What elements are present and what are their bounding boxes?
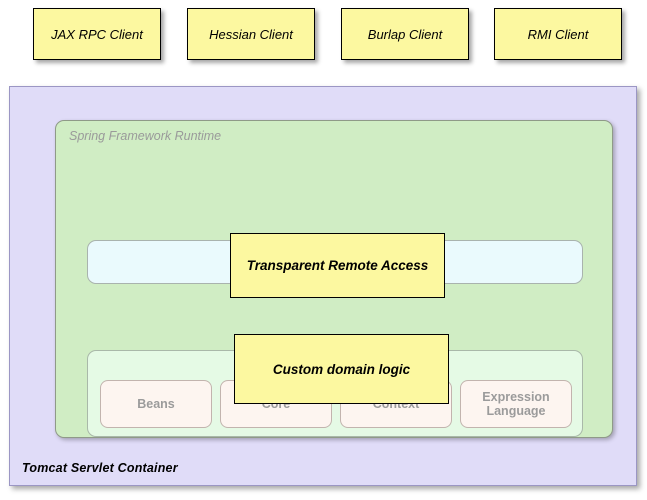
client-box-rmi[interactable]: RMI Client [494, 8, 622, 60]
client-box-hessian[interactable]: Hessian Client [187, 8, 315, 60]
client-label: Hessian Client [209, 27, 293, 42]
core-module-expression-language[interactable]: Expression Language [460, 380, 572, 428]
client-label: JAX RPC Client [51, 27, 143, 42]
client-box-burlap[interactable]: Burlap Client [341, 8, 469, 60]
spring-framework-runtime-label: Spring Framework Runtime [69, 129, 221, 143]
transparent-remote-access-box[interactable]: Transparent Remote Access [230, 233, 445, 298]
overlay-label: Custom domain logic [273, 362, 410, 377]
client-row: JAX RPC Client Hessian Client Burlap Cli… [0, 0, 647, 80]
client-box-jax-rpc[interactable]: JAX RPC Client [33, 8, 161, 60]
custom-domain-logic-box[interactable]: Custom domain logic [234, 334, 449, 404]
client-label: Burlap Client [368, 27, 442, 42]
core-module-beans[interactable]: Beans [100, 380, 212, 428]
tomcat-servlet-container-label: Tomcat Servlet Container [22, 461, 178, 475]
core-module-label: Expression Language [461, 390, 571, 418]
overlay-label: Transparent Remote Access [247, 258, 429, 273]
client-label: RMI Client [528, 27, 589, 42]
tomcat-servlet-container: Spring Framework Runtime Web Core Contai… [9, 86, 637, 486]
core-module-label: Beans [137, 397, 175, 411]
